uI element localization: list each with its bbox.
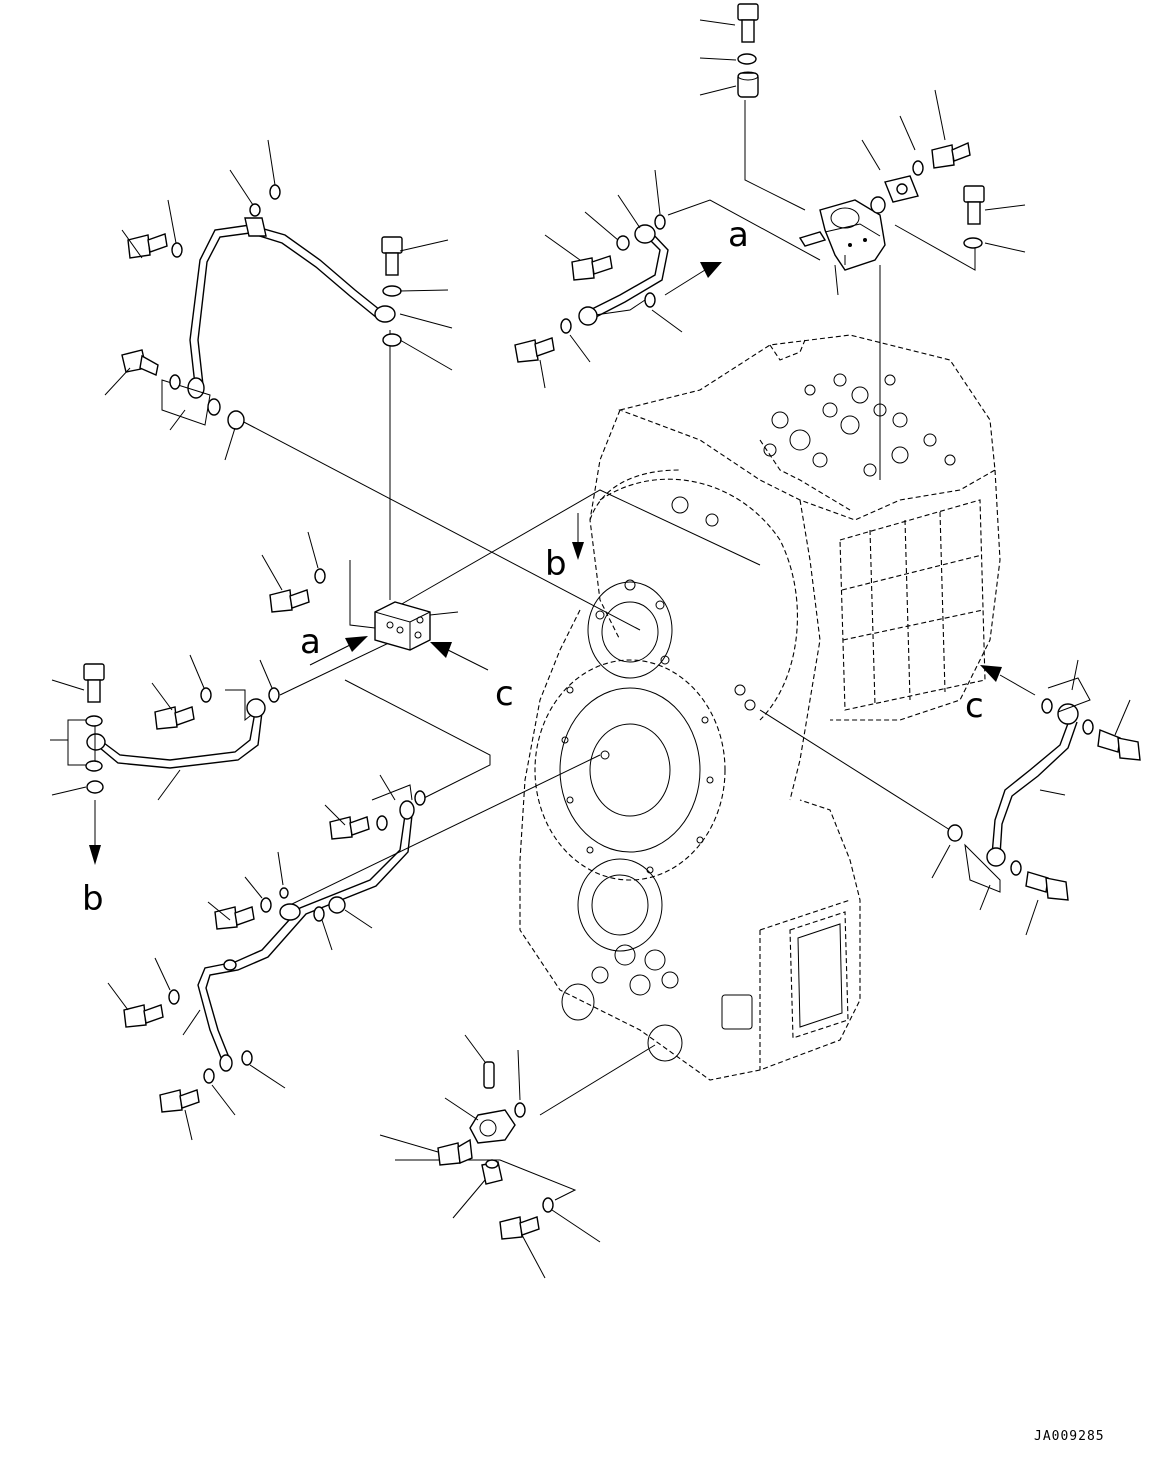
bolt-upper-left: [127, 233, 168, 259]
drawing-code: JA009285: [1034, 1429, 1105, 1444]
callout-b-mid: b: [545, 544, 567, 584]
pipe-assembly-upper-middle: [514, 169, 683, 389]
housing-ribs: [839, 499, 986, 711]
upper-cover-plate: [587, 579, 673, 679]
valve-assembly-top: [699, 3, 1026, 296]
banjo-bolt-left: [121, 349, 159, 376]
pipe-assembly-right: [931, 659, 1141, 936]
bottom-fitting-assembly: [379, 1034, 601, 1279]
valve-plate-holes: [763, 373, 956, 477]
direction-arrows: [309, 262, 1036, 696]
callout-c-mid: c: [495, 674, 514, 714]
assembly-guide-lines: [225, 100, 976, 1201]
transmission-housing: [519, 334, 1001, 1081]
callout-b-left: b: [82, 879, 104, 919]
pipe-assembly-lower-left: [107, 774, 426, 1141]
distribution-block: [261, 531, 459, 651]
output-flange: [534, 659, 726, 881]
callout-a-mid: a: [300, 622, 321, 662]
bolt-upper-left-vertical: [381, 236, 403, 276]
top-vertical-bolt: [737, 3, 759, 43]
callout-c-right: c: [965, 686, 984, 726]
lower-side-cover: [721, 911, 849, 1039]
lower-port-cluster: [561, 684, 756, 1062]
callout-a-top: a: [728, 215, 749, 255]
pipe-assembly-upper-left: [104, 139, 453, 461]
pipe-assembly-left: [50, 654, 280, 865]
valve-body: [798, 199, 886, 271]
